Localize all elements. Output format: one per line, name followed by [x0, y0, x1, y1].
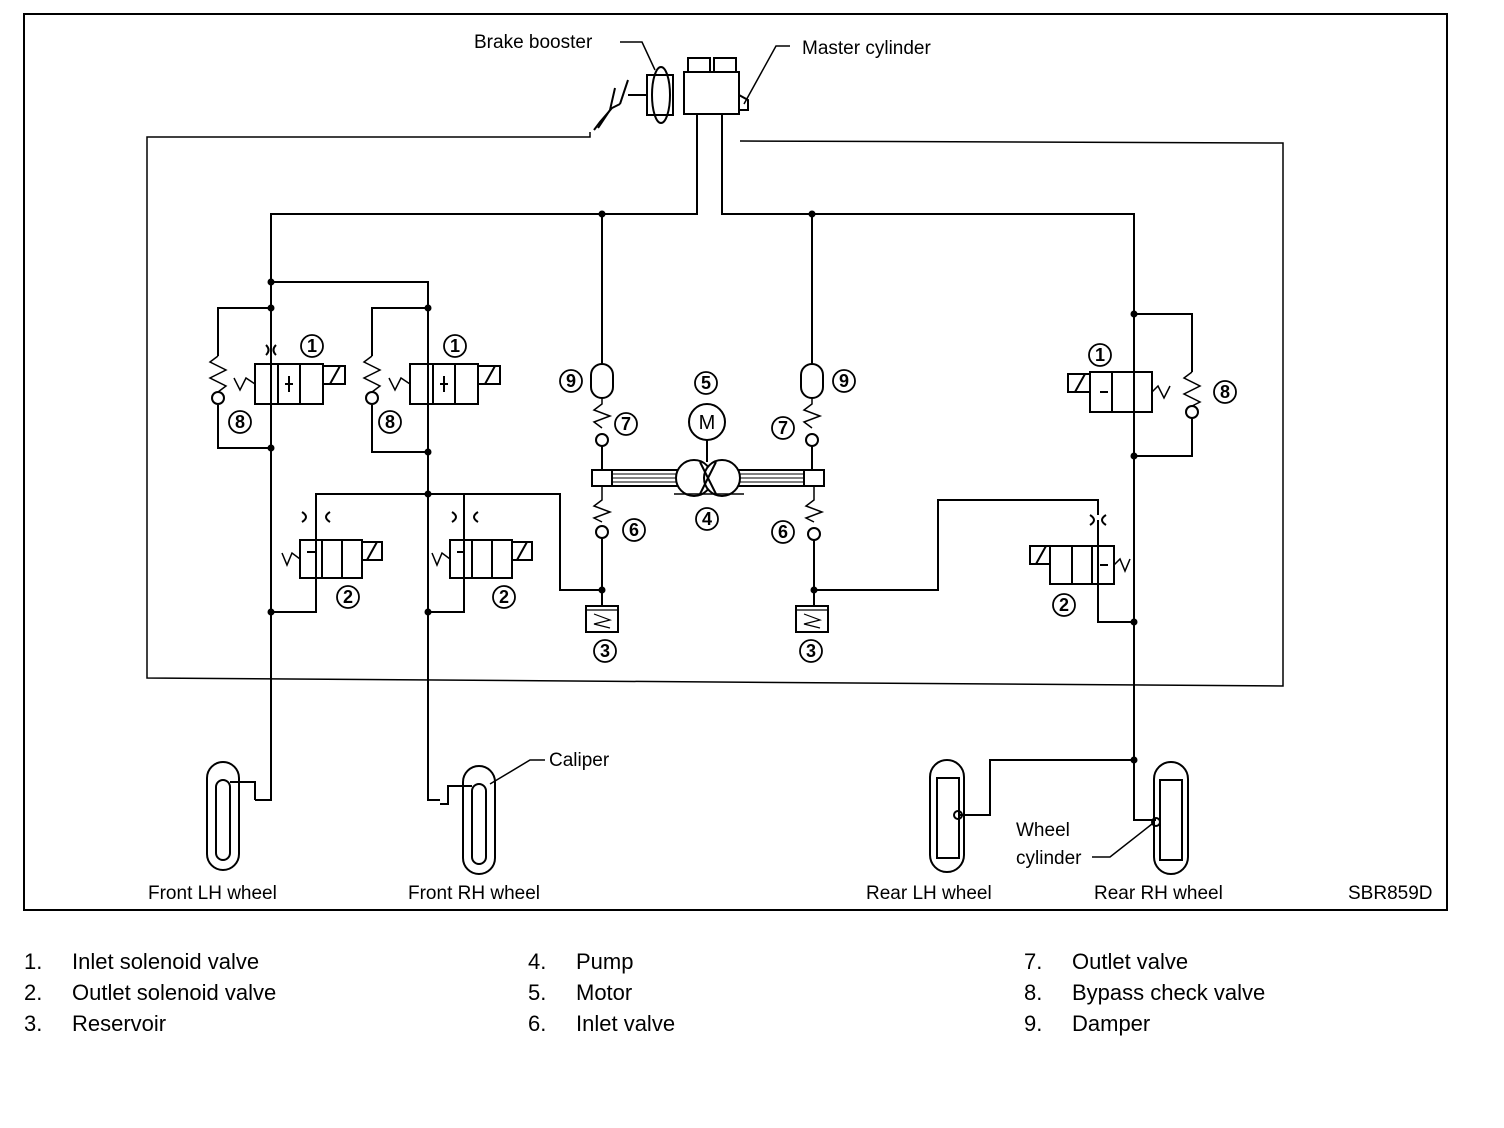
- brake-booster-label: Brake booster: [474, 32, 593, 53]
- caliper-label: Caliper: [549, 750, 610, 771]
- marker-1-rear: 1: [1095, 345, 1105, 365]
- control-loop: [146, 132, 1284, 687]
- marker-6-right: 6: [778, 522, 788, 542]
- legend-number: 4.: [528, 949, 547, 974]
- marker-5: 5: [701, 373, 711, 393]
- front-lh-wheel: [206, 761, 256, 871]
- front-lh-wheel-label: Front LH wheel: [148, 883, 277, 904]
- inlet-solenoid-valve-rear: [1067, 371, 1171, 413]
- marker-6-left: 6: [629, 520, 639, 540]
- marker-1-front-lh: 1: [307, 336, 317, 356]
- rear-rh-wheel: [1151, 761, 1189, 875]
- junction-dots: [267, 210, 1138, 764]
- marker-8-rear: 8: [1220, 382, 1230, 402]
- legend-number: 3.: [24, 1011, 43, 1036]
- diagram-labels: Brake booster Master cylinder Caliper Wh…: [148, 32, 1433, 904]
- legend-text: Reservoir: [72, 1011, 167, 1036]
- wheel-cylinder-leader: [1092, 823, 1153, 858]
- master-cylinder: [683, 57, 749, 115]
- marker-3-left: 3: [600, 641, 610, 661]
- legend-number: 7.: [1024, 949, 1043, 974]
- bypass-check-valve-rear: [1182, 371, 1202, 419]
- inlet-solenoid-valve-front-lh: [233, 363, 346, 405]
- marker-8-front-rh: 8: [385, 412, 395, 432]
- front-rh-branch: [371, 307, 479, 613]
- marker-8-front-lh: 8: [235, 412, 245, 432]
- legend-text: Bypass check valve: [1072, 980, 1266, 1005]
- figure-code: SBR859D: [1348, 883, 1433, 904]
- brake-booster: [593, 66, 674, 131]
- motor: [688, 403, 726, 462]
- marker-4: 4: [702, 509, 712, 529]
- master-cylinder-leader: [743, 45, 790, 105]
- marker-2-front-lh: 2: [343, 587, 353, 607]
- number-marker-text: 1 1 1 2 2 2 3 3 4 5 6 6 7 7 8 8 8 9 9 M: [235, 336, 1230, 661]
- legend-number: 1.: [24, 949, 43, 974]
- marker-1-front-rh: 1: [450, 336, 460, 356]
- rear-lh-wheel-label: Rear LH wheel: [866, 883, 992, 904]
- marker-2-rear: 2: [1059, 595, 1069, 615]
- outlet-solenoid-valve-front-lh: [281, 539, 383, 579]
- legend-text: Outlet valve: [1072, 949, 1189, 974]
- figure-frame: [23, 13, 1448, 911]
- inlet-solenoid-valve-front-rh: [388, 363, 501, 405]
- outlet-solenoid-valve-front-rh: [431, 539, 533, 579]
- legend-number: 5.: [528, 980, 547, 1005]
- wheel-cylinder-label-line1: Wheel: [1016, 820, 1070, 841]
- legend-text: Inlet solenoid valve: [72, 949, 260, 974]
- marker-7-right: 7: [778, 418, 788, 438]
- pump-circuit-left: [585, 214, 619, 633]
- number-markers: [228, 334, 1237, 663]
- bypass-check-valve-front-lh: [208, 355, 228, 405]
- outlet-solenoid-valve-rear: [1029, 545, 1131, 585]
- pump-circuit-right: [795, 214, 829, 633]
- legend-number: 6.: [528, 1011, 547, 1036]
- front-lh-branch: [217, 281, 602, 801]
- rear-lh-wheel: [929, 759, 965, 873]
- pump-assembly: [611, 459, 805, 497]
- brake-booster-leader: [620, 41, 656, 71]
- marker-2-front-rh: 2: [499, 587, 509, 607]
- bypass-check-valve-front-rh: [362, 355, 382, 405]
- rear-rh-wheel-label: Rear RH wheel: [1094, 883, 1223, 904]
- legend-number: 2.: [24, 980, 43, 1005]
- marker-3-right: 3: [806, 641, 816, 661]
- legend-text: Pump: [576, 949, 634, 974]
- legend-text: Damper: [1072, 1011, 1151, 1036]
- legend-text: Outlet solenoid valve: [72, 980, 277, 1005]
- legend-text: Motor: [576, 980, 633, 1005]
- marker-9-right: 9: [839, 371, 849, 391]
- primary-line: [255, 114, 698, 801]
- legend-number: 8.: [1024, 980, 1043, 1005]
- abs-hydraulic-diagram: 1 1 1 2 2 2 3 3 4 5 6 6 7 7 8 8 8 9 9 M …: [23, 13, 1448, 911]
- wheel-cylinder-label-line2: cylinder: [1016, 848, 1082, 869]
- caliper-leader: [489, 759, 545, 785]
- rear-branch: [814, 313, 1193, 816]
- component-legend: 1. Inlet solenoid valve 2. Outlet soleno…: [0, 946, 1504, 1056]
- secondary-line: [721, 114, 1156, 821]
- motor-symbol: M: [699, 412, 716, 434]
- master-cylinder-label: Master cylinder: [802, 38, 931, 59]
- front-rh-wheel: [440, 765, 496, 875]
- marker-7-left: 7: [621, 414, 631, 434]
- legend-number: 9.: [1024, 1011, 1043, 1036]
- marker-9-left: 9: [566, 371, 576, 391]
- legend-text: Inlet valve: [576, 1011, 676, 1036]
- front-rh-wheel-label: Front RH wheel: [408, 883, 540, 904]
